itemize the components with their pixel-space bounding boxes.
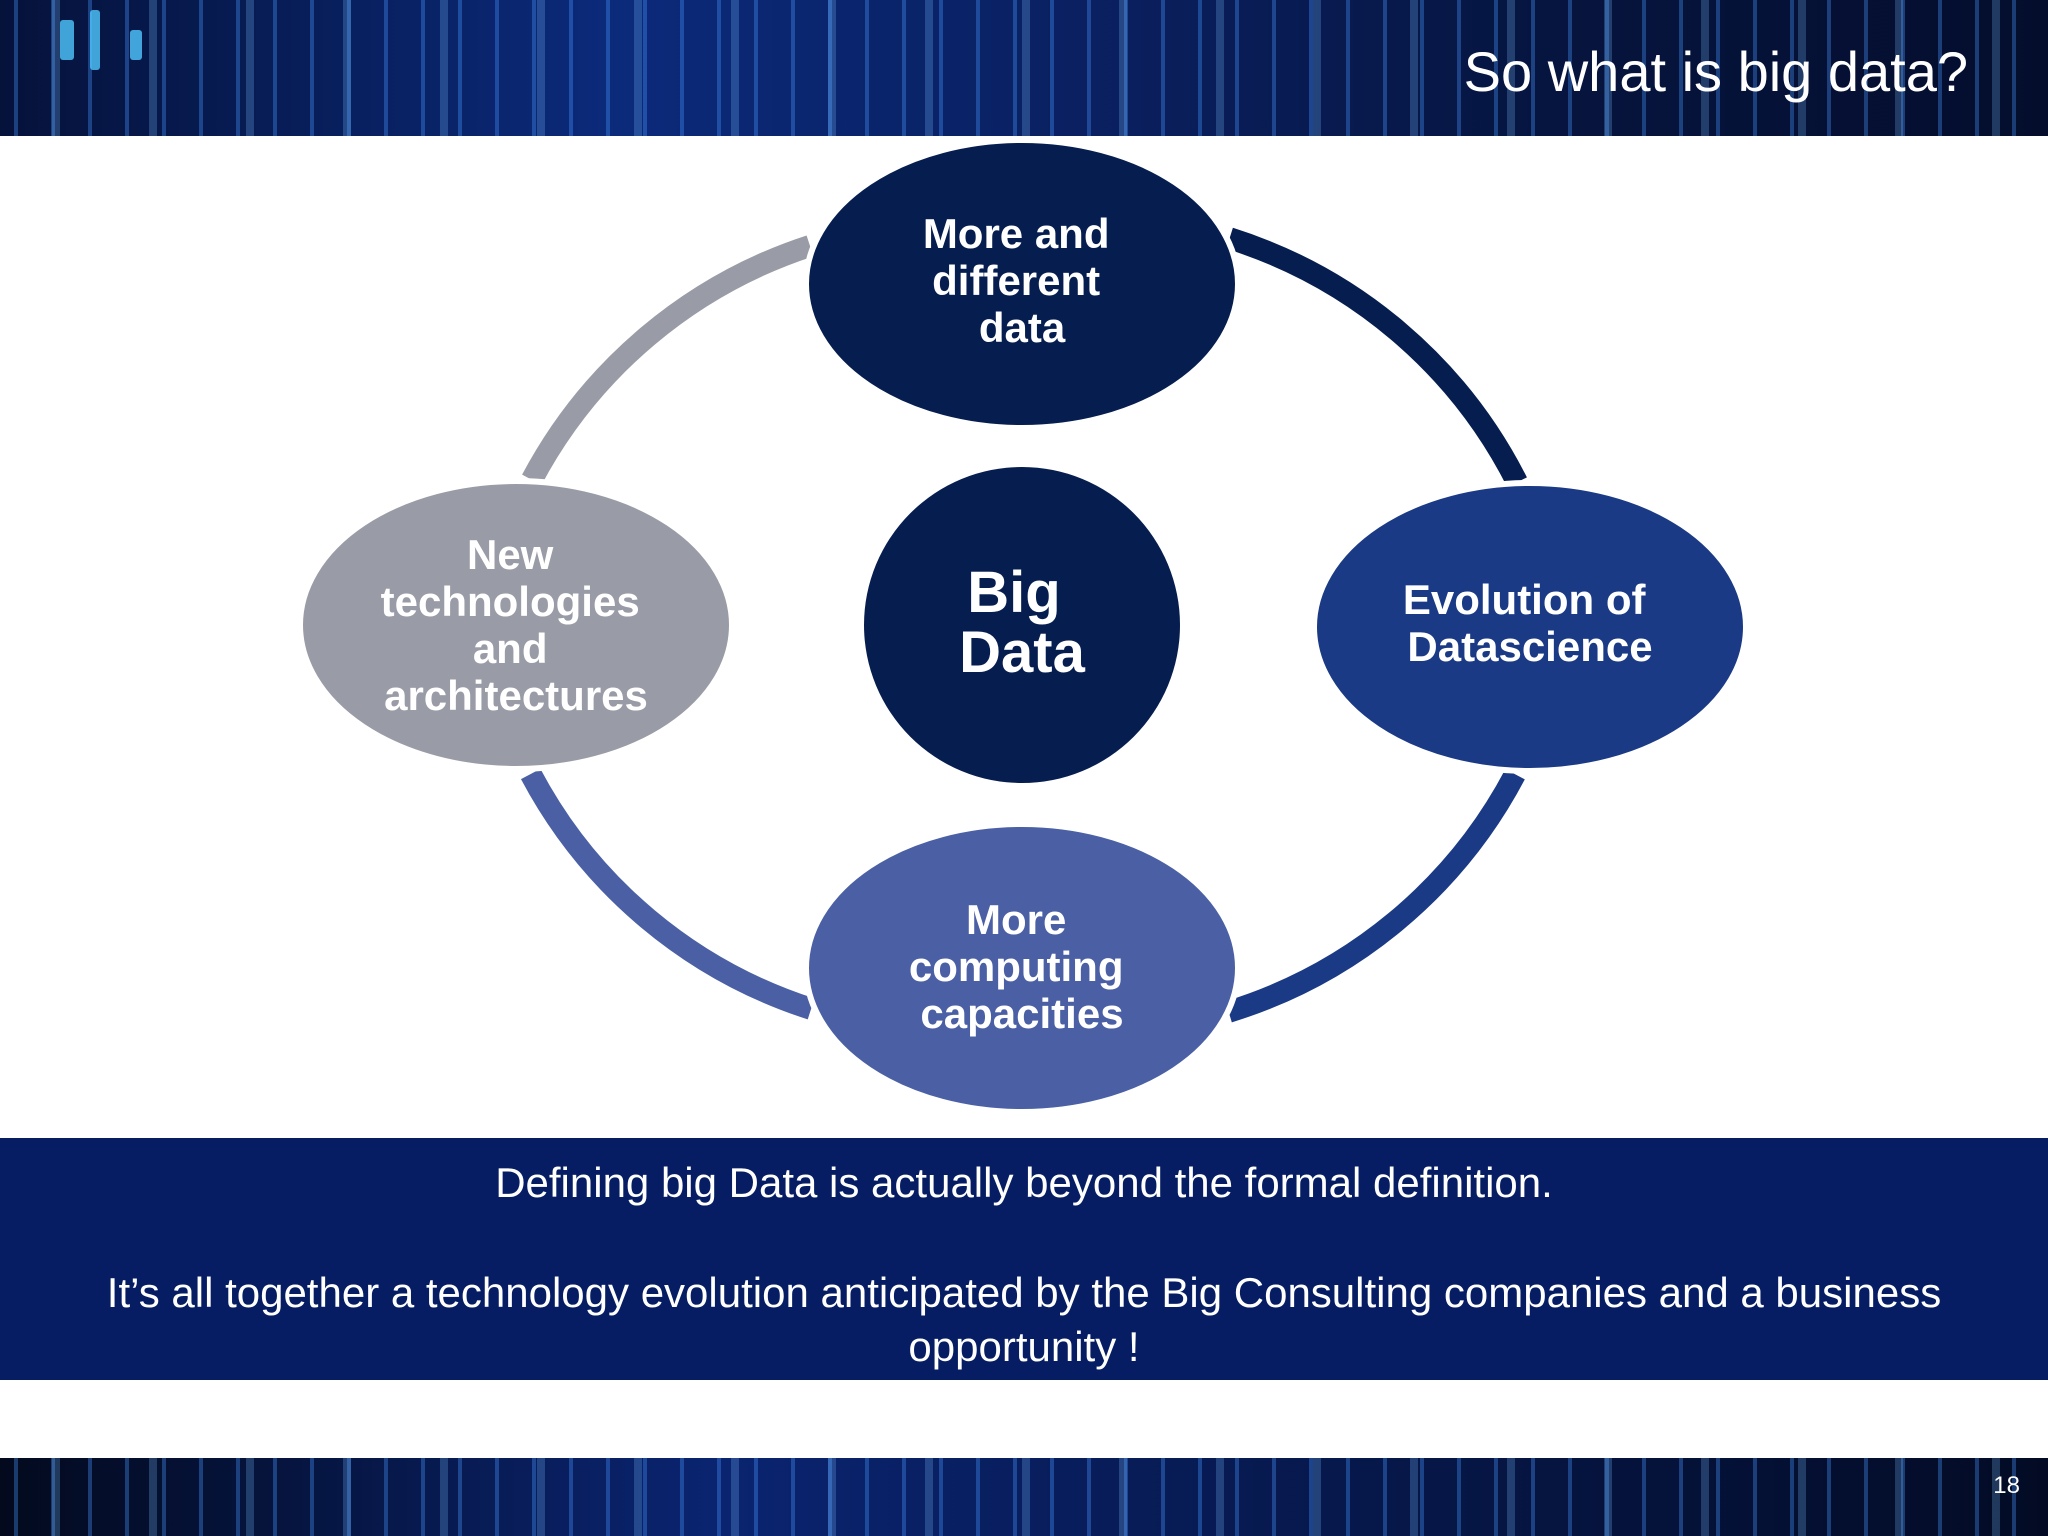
node-technologies-line4: architectures xyxy=(384,672,648,719)
center-circle xyxy=(864,467,1180,783)
node-computing xyxy=(803,821,1241,1115)
page-number: 18 xyxy=(1993,1472,2020,1499)
slide-title: So what is big data? xyxy=(1463,40,1968,103)
node-datascience-line1: Evolution of xyxy=(1403,576,1647,623)
footer-banner-texture-accent xyxy=(0,1458,2048,1536)
node-computing-label: More computing capacities xyxy=(909,896,1135,1037)
node-technologies-line1: New xyxy=(467,531,554,578)
node-datascience xyxy=(1311,480,1749,774)
summary-line-1: Defining big Data is actually beyond the… xyxy=(495,1159,1553,1206)
summary-box: Defining big Data is actually beyond the… xyxy=(0,1138,2048,1380)
center-label: Big Data xyxy=(959,560,1085,685)
node-more-data xyxy=(803,137,1241,431)
arc-top-left xyxy=(522,235,814,485)
banner-texture xyxy=(0,0,2048,136)
center-label-line2: Data xyxy=(959,620,1085,685)
node-technologies xyxy=(297,478,735,772)
node-datascience-line2: Datascience xyxy=(1407,623,1652,670)
banner-texture-accent xyxy=(0,0,2048,136)
center-label-line1: Big xyxy=(967,560,1060,625)
summary-line-2: It’s all together a technology evolution… xyxy=(106,1269,1942,1370)
arc-top-right xyxy=(1226,227,1527,488)
banner-glow-mark xyxy=(90,10,100,70)
header-banner: So what is big data? xyxy=(0,0,2048,136)
node-datascience-label: Evolution of Datascience xyxy=(1403,576,1657,670)
node-computing-line3: capacities xyxy=(920,990,1123,1037)
node-more-data-line1: More and xyxy=(923,210,1110,257)
node-computing-line1: More xyxy=(966,896,1066,943)
node-more-data-label: More and different data xyxy=(923,210,1121,351)
banner-glow-mark xyxy=(130,30,142,60)
node-more-data-line3: data xyxy=(979,304,1066,351)
arc-bottom-left xyxy=(520,768,815,1020)
footer-banner-texture xyxy=(0,1458,2048,1536)
banner-glow-mark xyxy=(60,20,74,60)
node-more-data-line2: different xyxy=(932,257,1100,304)
arc-bottom-right xyxy=(1225,769,1525,1023)
footer-banner xyxy=(0,1458,2048,1536)
node-technologies-label: New technologies and architectures xyxy=(381,531,652,719)
node-technologies-line3: and xyxy=(473,625,548,672)
node-technologies-line2: technologies xyxy=(381,578,640,625)
big-data-cycle-diagram: Big Data More and different data Evoluti… xyxy=(297,137,1749,1115)
node-computing-line2: computing xyxy=(909,943,1124,990)
